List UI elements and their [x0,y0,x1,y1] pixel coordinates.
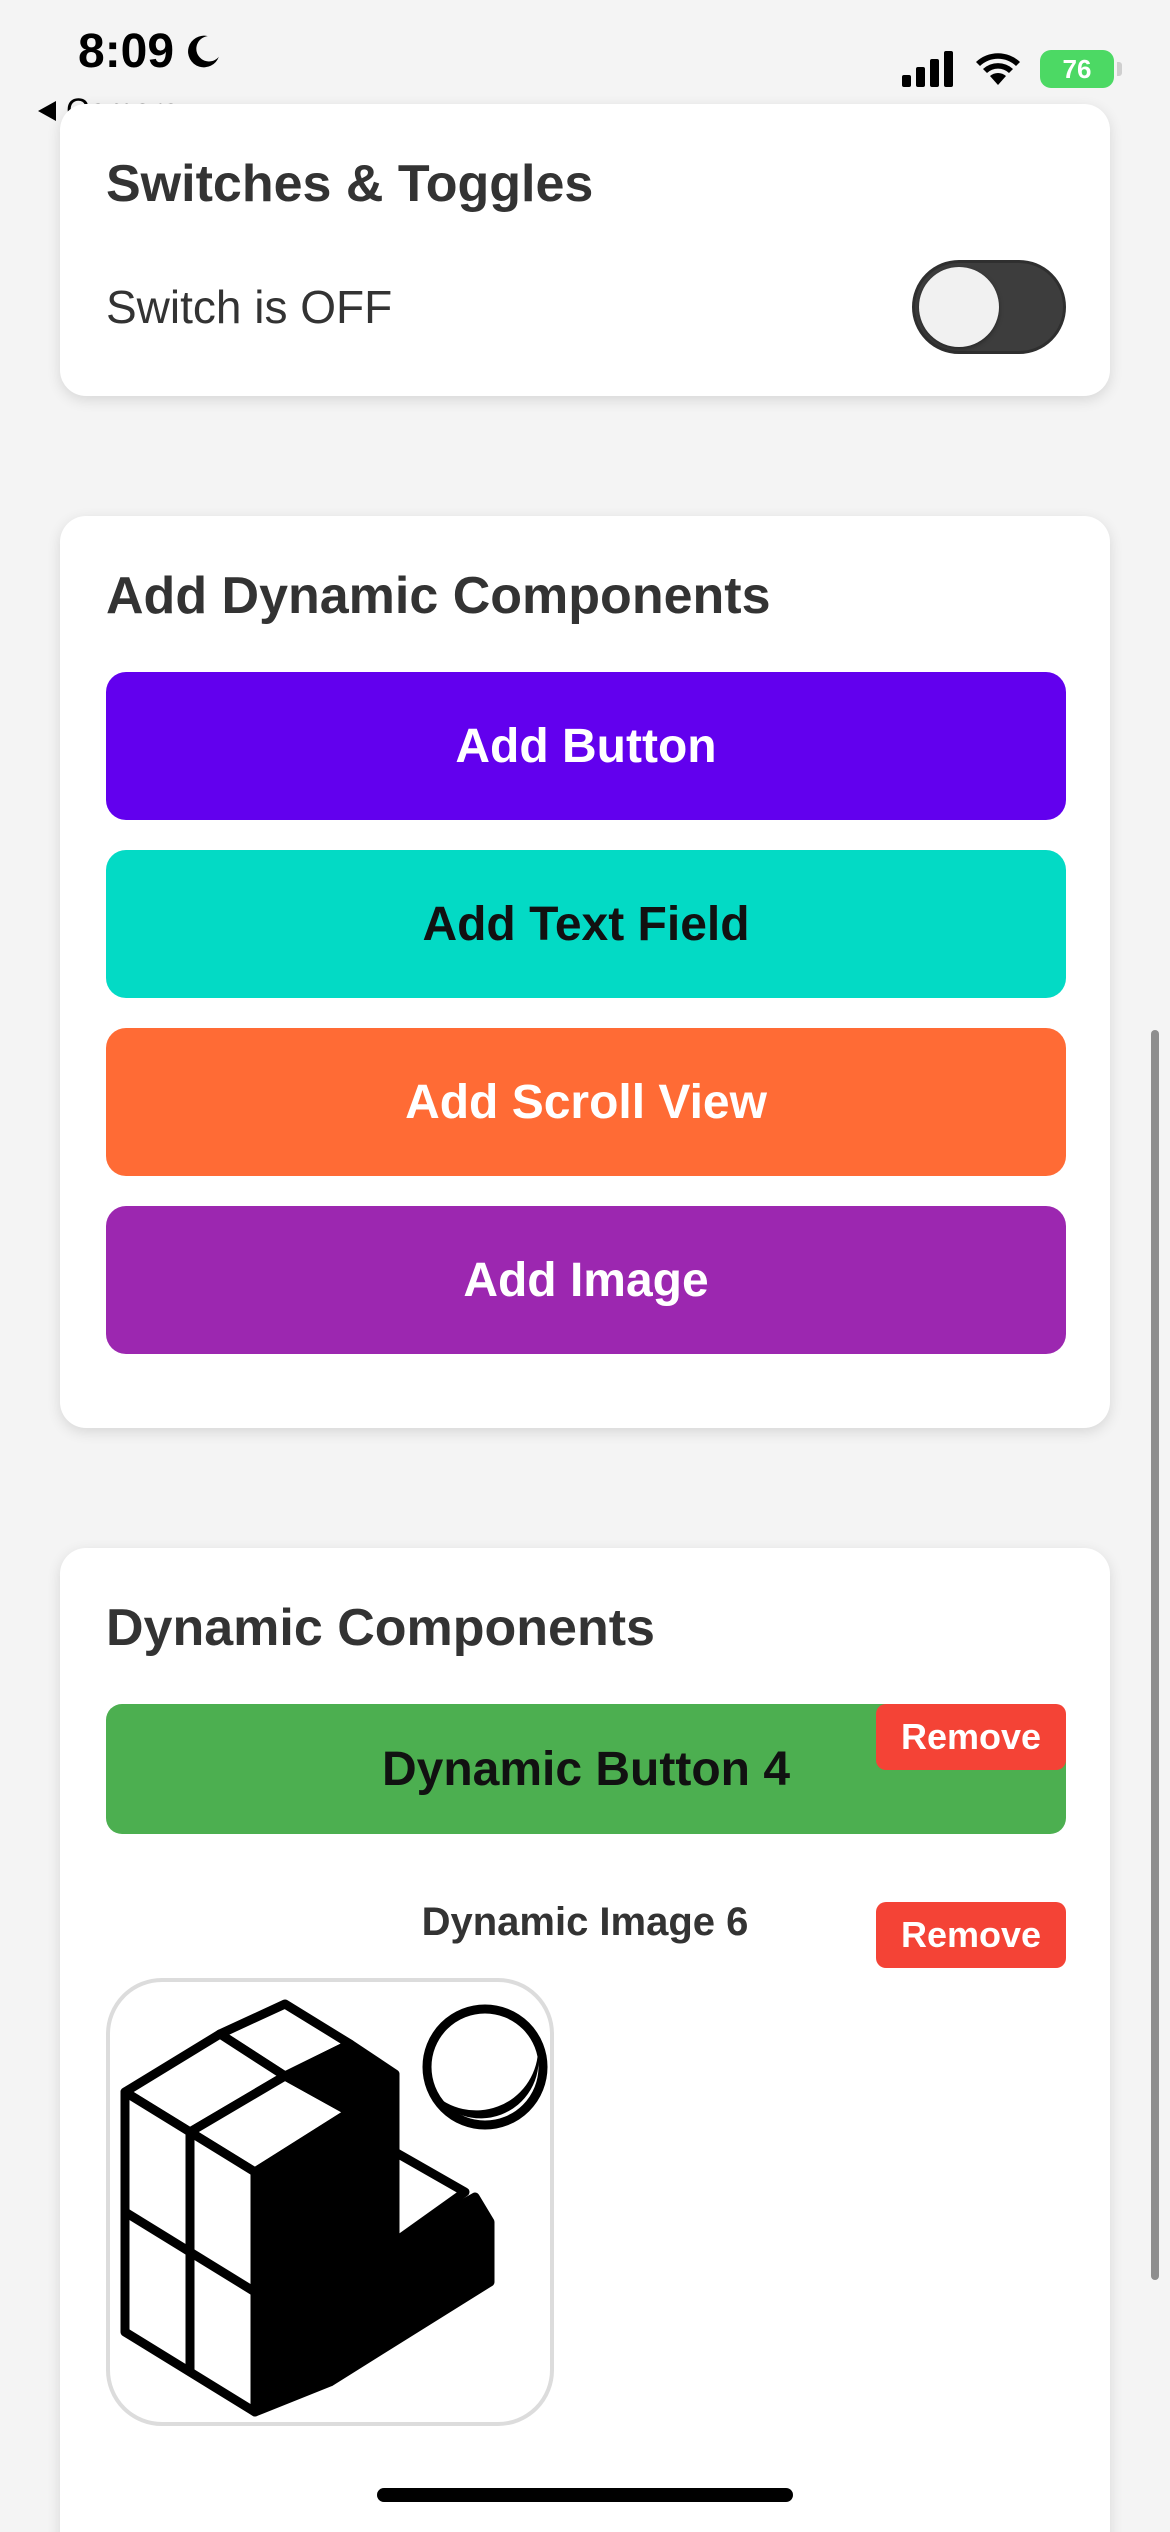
remove-dynamic-button[interactable]: Remove [876,1704,1066,1770]
remove-dynamic-image[interactable]: Remove [876,1902,1066,1968]
add-components-card: Add Dynamic Components Add Button Add Te… [60,516,1110,1428]
switches-card: Switches & Toggles Switch is OFF [60,104,1110,396]
add-text-field-button[interactable]: Add Text Field [106,850,1066,998]
switch-status-label: Switch is OFF [106,281,393,333]
battery-level: 76 [1062,53,1092,84]
dynamic-image [106,1978,554,2426]
scroll-indicator[interactable] [1151,1030,1159,2280]
cubes-icon [120,1999,548,2417]
cellular-signal-icon [902,51,953,87]
switches-card-title: Switches & Toggles [106,155,594,213]
moon-icon [188,35,219,67]
toggle-knob [919,267,999,347]
add-image-button[interactable]: Add Image [106,1206,1066,1354]
dynamic-image-label: Dynamic Image 6 [421,1900,749,1944]
status-time: 8:09 [78,24,222,79]
back-arrow-icon [38,100,56,121]
dynamic-button-label: Dynamic Button 4 [381,1742,791,1796]
dynamic-components-card: Dynamic Components Dynamic Button 4 Remo… [60,1548,1110,2532]
home-indicator[interactable] [377,2488,793,2502]
dynamic-components-title: Dynamic Components [106,1599,655,1657]
add-components-title: Add Dynamic Components [106,567,771,625]
battery-icon: 76 [1040,50,1122,88]
wifi-icon [976,53,1020,85]
add-button-button[interactable]: Add Button [106,672,1066,820]
add-scroll-view-button[interactable]: Add Scroll View [106,1028,1066,1176]
status-indicators: 76 [902,50,1122,88]
toggle-switch[interactable] [912,260,1066,354]
status-time-text: 8:09 [78,25,175,78]
